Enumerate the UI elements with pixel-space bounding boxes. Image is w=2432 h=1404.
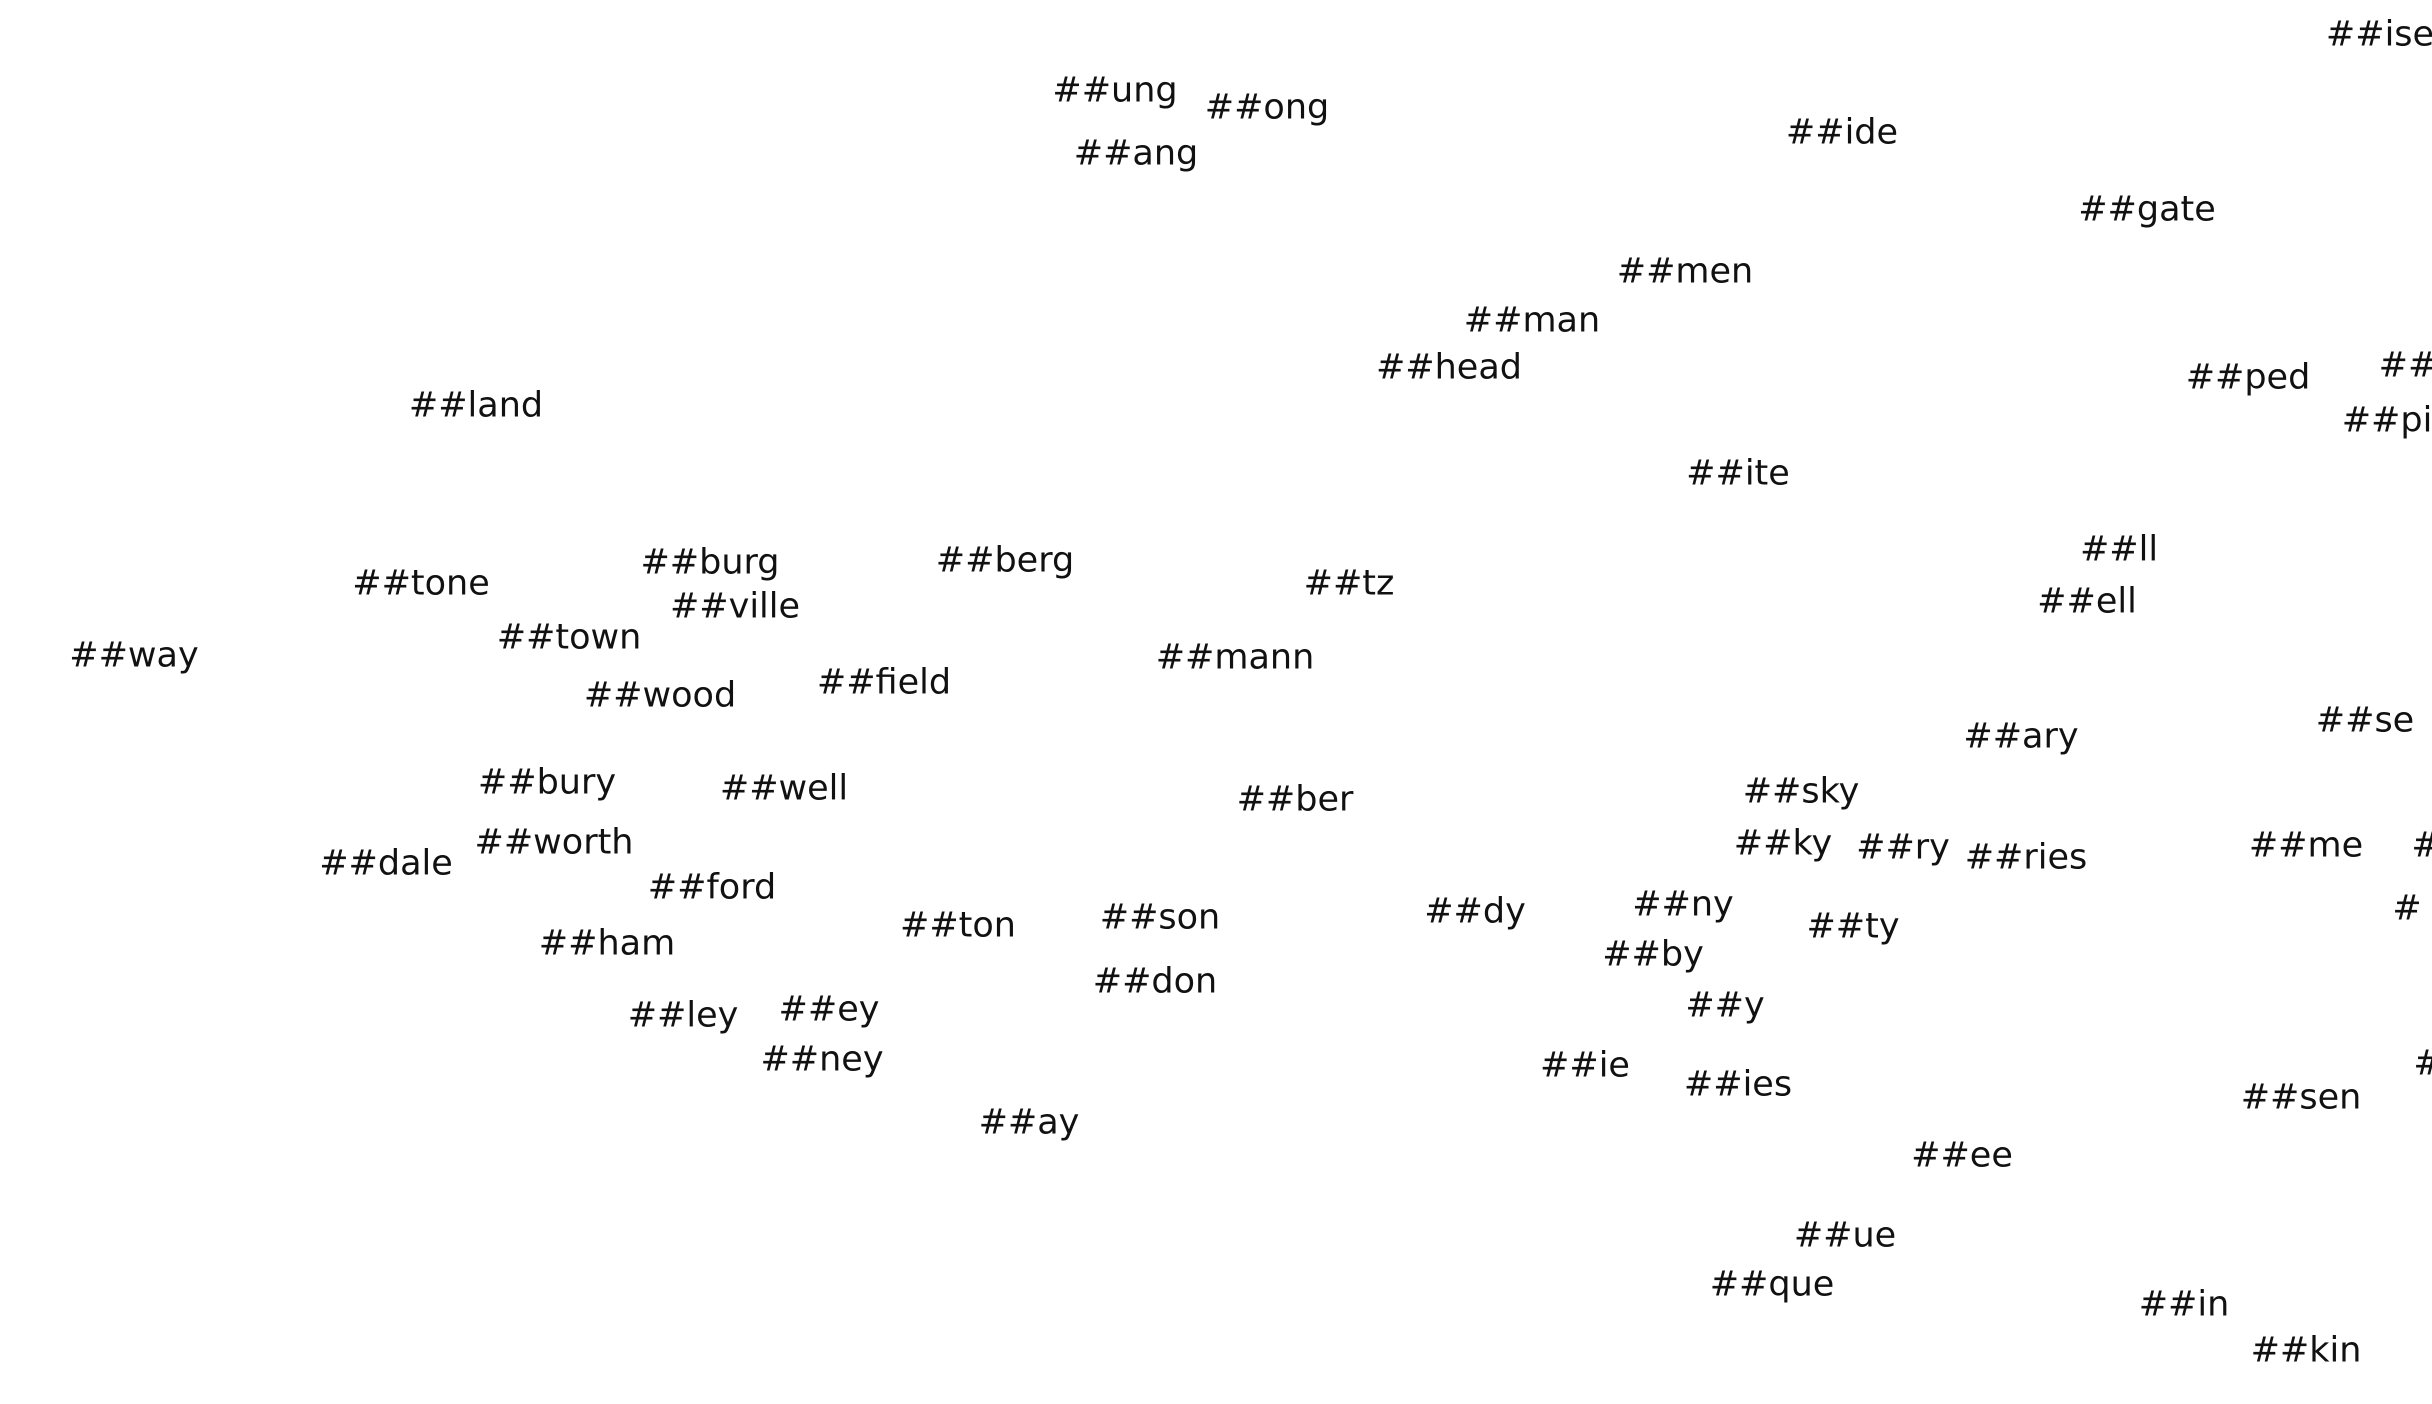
token-label-dy: ##dy bbox=[1424, 891, 1526, 932]
token-label-partial: # bbox=[2392, 888, 2422, 929]
token-label-gate: ##gate bbox=[2078, 189, 2216, 230]
token-label-head: ##head bbox=[1375, 347, 1523, 388]
token-label-way: ##way bbox=[69, 635, 199, 676]
token-label-tz: ##tz bbox=[1303, 563, 1395, 604]
token-label-tone: ##tone bbox=[352, 563, 490, 604]
token-label-pi: ##pi bbox=[2341, 400, 2432, 441]
token-label-ies: ##ies bbox=[1683, 1064, 1793, 1105]
token-label-worth: ##worth bbox=[474, 822, 634, 863]
token-label-ide: ##ide bbox=[1785, 112, 1899, 153]
token-label-ise: ##ise bbox=[2325, 14, 2432, 55]
token-label-land: ##land bbox=[408, 385, 544, 426]
token-label-ford: ##ford bbox=[647, 867, 777, 908]
token-label-bury: ##bury bbox=[477, 762, 617, 803]
token-label-ll: ##ll bbox=[2079, 529, 2159, 570]
token-label-ee: ##ee bbox=[1911, 1135, 2013, 1176]
token-label-y: ##y bbox=[1685, 985, 1765, 1026]
token-label-ley: ##ley bbox=[627, 995, 739, 1036]
token-label-man: ##man bbox=[1463, 300, 1601, 341]
token-label-burg: ##burg bbox=[640, 542, 780, 583]
token-label-in: ##in bbox=[2138, 1284, 2230, 1325]
token-label-son: ##son bbox=[1099, 897, 1221, 938]
token-label-ber: ##ber bbox=[1236, 779, 1354, 820]
token-label-ries: ##ries bbox=[1964, 837, 2088, 878]
token-label-ham: ##ham bbox=[538, 923, 676, 964]
token-label-ty: ##ty bbox=[1806, 906, 1900, 947]
token-label-partial: # bbox=[2413, 1046, 2432, 1082]
token-label-partial: # bbox=[2411, 828, 2432, 864]
token-label-ay: ##ay bbox=[978, 1102, 1080, 1143]
token-label-ped: ##ped bbox=[2185, 357, 2311, 398]
token-label-ky: ##ky bbox=[1733, 823, 1833, 864]
token-label-mann: ##mann bbox=[1155, 637, 1315, 678]
token-label-don: ##don bbox=[1092, 961, 1218, 1002]
token-label-men: ##men bbox=[1616, 251, 1754, 292]
token-label-ite: ##ite bbox=[1686, 453, 1790, 494]
token-label-kin: ##kin bbox=[2250, 1330, 2362, 1371]
token-label-ney: ##ney bbox=[760, 1039, 884, 1080]
token-label-well: ##well bbox=[719, 768, 849, 809]
token-label-ie: ##ie bbox=[1540, 1045, 1630, 1086]
token-label-ell: ##ell bbox=[2037, 581, 2137, 622]
token-label-ong: ##ong bbox=[1204, 87, 1330, 128]
token-label-ary: ##ary bbox=[1963, 716, 2079, 757]
token-label-ville: ##ville bbox=[669, 586, 801, 627]
token-label-field: ##field bbox=[816, 662, 952, 703]
token-label-partial: ## bbox=[2378, 345, 2432, 386]
token-label-ey: ##ey bbox=[778, 989, 880, 1030]
token-label-sen: ##sen bbox=[2240, 1077, 2362, 1118]
token-label-ung: ##ung bbox=[1052, 70, 1178, 111]
token-label-town: ##town bbox=[496, 617, 642, 658]
token-label-ny: ##ny bbox=[1632, 884, 1734, 925]
token-label-berg: ##berg bbox=[935, 540, 1075, 581]
token-label-by: ##by bbox=[1602, 934, 1704, 975]
token-label-wood: ##wood bbox=[583, 675, 737, 716]
token-label-que: ##que bbox=[1709, 1264, 1835, 1305]
token-label-dale: ##dale bbox=[319, 843, 453, 884]
token-label-ang: ##ang bbox=[1073, 133, 1199, 174]
token-label-ton: ##ton bbox=[900, 905, 1016, 946]
token-label-ry: ##ry bbox=[1856, 827, 1950, 868]
token-label-ue: ##ue bbox=[1793, 1215, 1897, 1256]
token-label-sky: ##sky bbox=[1742, 771, 1860, 812]
token-label-se: ##se bbox=[2315, 700, 2415, 741]
token-label-me: ##me bbox=[2248, 825, 2364, 866]
